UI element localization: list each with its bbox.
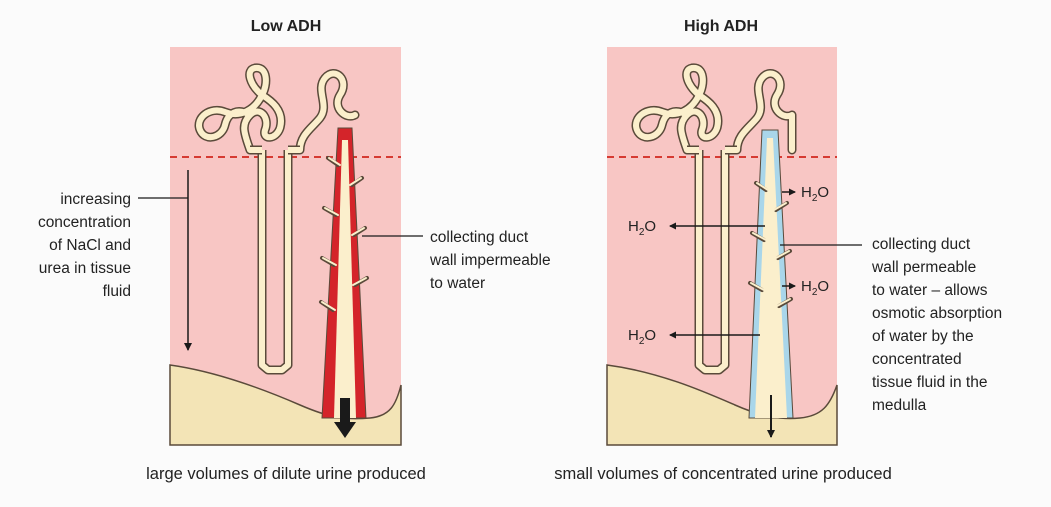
water-label: H2O: [628, 327, 656, 347]
high-adh-duct-label-line: collecting duct: [872, 236, 971, 253]
low-adh-left-label-line: increasing: [60, 191, 131, 208]
low-adh-nephron-tubule: [194, 63, 360, 375]
high-adh-panel: H2O H2O H2O H2O High ADH collecting duct…: [554, 18, 1002, 483]
water-label: H2O: [628, 218, 656, 238]
high-adh-duct-label-line: wall permeable: [871, 259, 976, 276]
high-adh-nephron-tubule: [631, 63, 797, 375]
high-adh-duct-label-line: medulla: [872, 397, 927, 414]
high-adh-duct-label-line: of water by the: [872, 328, 974, 345]
high-adh-duct-label: collecting duct wall permeable to water …: [871, 236, 1002, 414]
high-adh-caption: small volumes of concentrated urine prod…: [554, 465, 892, 483]
low-adh-duct-label-line: collecting duct: [430, 229, 529, 246]
high-adh-duct-label-line: tissue fluid in the: [872, 374, 987, 391]
high-adh-water-arrows: [669, 188, 796, 339]
high-adh-duct-label-line: to water – allows: [872, 282, 988, 299]
low-adh-collecting-duct: [319, 127, 369, 438]
low-adh-left-label-line: fluid: [103, 283, 131, 300]
low-adh-left-label-line: of NaCl and: [49, 237, 131, 254]
low-adh-duct-label: collecting duct wall impermeable to wate…: [429, 229, 551, 292]
low-adh-title: Low ADH: [251, 18, 322, 35]
low-adh-duct-label-line: wall impermeable: [429, 252, 551, 269]
low-adh-left-label: increasing concentration of NaCl and ure…: [38, 191, 131, 300]
low-adh-left-label-line: concentration: [38, 214, 131, 231]
high-adh-duct-label-line: osmotic absorption: [872, 305, 1002, 322]
low-adh-caption: large volumes of dilute urine produced: [146, 465, 426, 483]
high-adh-duct-label-line: concentrated: [872, 351, 962, 368]
high-adh-title: High ADH: [684, 18, 758, 35]
low-adh-left-label-line: urea in tissue: [39, 260, 131, 277]
low-adh-panel: Low ADH increasing concentration of NaCl…: [38, 18, 551, 483]
high-adh-collecting-duct: [748, 129, 794, 438]
water-label: H2O: [801, 184, 829, 204]
water-label: H2O: [801, 278, 829, 298]
low-adh-duct-label-line: to water: [430, 275, 485, 292]
